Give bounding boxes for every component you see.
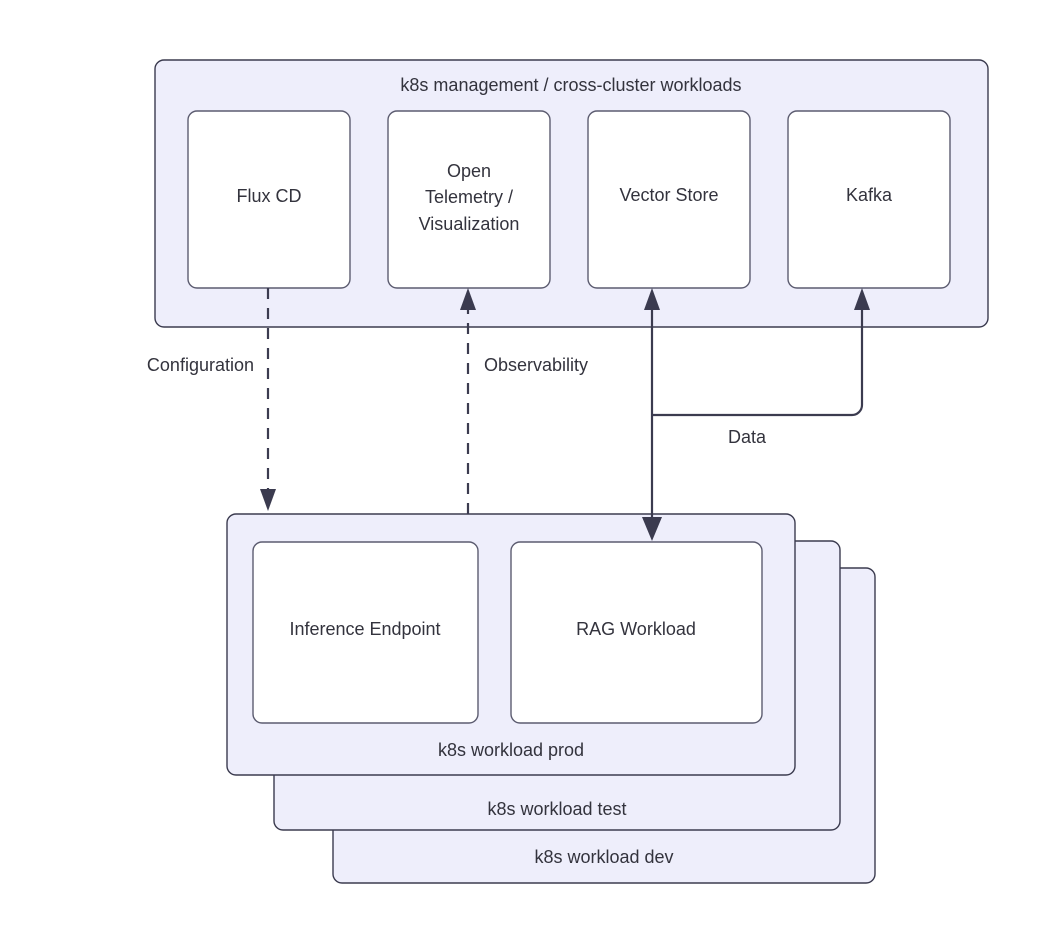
node-rag-workload-label: RAG Workload xyxy=(576,619,696,639)
edge-data-arrowhead-vector-store xyxy=(644,288,660,310)
node-open-telemetry[interactable]: Open Telemetry / Visualization xyxy=(387,110,551,289)
node-kafka-box[interactable] xyxy=(787,110,951,289)
node-inference-endpoint-box[interactable] xyxy=(252,541,479,724)
node-vector-store[interactable]: Vector Store xyxy=(587,110,751,289)
node-open-telemetry-label-line2: Telemetry / xyxy=(425,187,513,207)
group-k8s-workload-dev-label: k8s workload dev xyxy=(534,847,673,867)
edge-observability-arrowhead xyxy=(460,288,476,310)
node-kafka[interactable]: Kafka xyxy=(787,110,951,289)
edge-data-arrowhead-rag-workload xyxy=(642,517,662,541)
management-group[interactable]: k8s management / cross-cluster workloads xyxy=(154,59,989,328)
group-k8s-workload-prod-label: k8s workload prod xyxy=(438,740,584,760)
edge-configuration-label: Configuration xyxy=(147,355,254,375)
management-group-title: k8s management / cross-cluster workloads xyxy=(400,75,741,95)
node-flux-cd-label: Flux CD xyxy=(236,186,301,206)
node-open-telemetry-label-line3: Visualization xyxy=(419,214,520,234)
node-vector-store-box[interactable] xyxy=(587,110,751,289)
node-rag-workload-box[interactable] xyxy=(510,541,763,724)
node-inference-endpoint-label: Inference Endpoint xyxy=(289,619,440,639)
edge-data-arrowhead-kafka xyxy=(854,288,870,310)
edge-data-kafka-branch xyxy=(652,302,864,417)
management-group-box[interactable] xyxy=(154,59,989,328)
edge-data-label: Data xyxy=(728,427,767,447)
node-rag-workload[interactable]: RAG Workload xyxy=(510,541,763,724)
edge-observability-label: Observability xyxy=(484,355,588,375)
node-open-telemetry-box[interactable] xyxy=(387,110,551,289)
edge-data[interactable]: Data xyxy=(642,288,870,541)
group-k8s-workload-test-label: k8s workload test xyxy=(487,799,626,819)
node-flux-cd[interactable]: Flux CD xyxy=(187,110,351,289)
edge-configuration[interactable]: Configuration xyxy=(147,288,276,511)
edge-configuration-arrowhead xyxy=(260,489,276,511)
node-vector-store-label: Vector Store xyxy=(619,185,718,205)
edge-observability[interactable]: Observability xyxy=(460,288,588,514)
node-kafka-label: Kafka xyxy=(846,185,893,205)
node-open-telemetry-label-line1: Open xyxy=(447,161,491,181)
node-inference-endpoint[interactable]: Inference Endpoint xyxy=(252,541,479,724)
